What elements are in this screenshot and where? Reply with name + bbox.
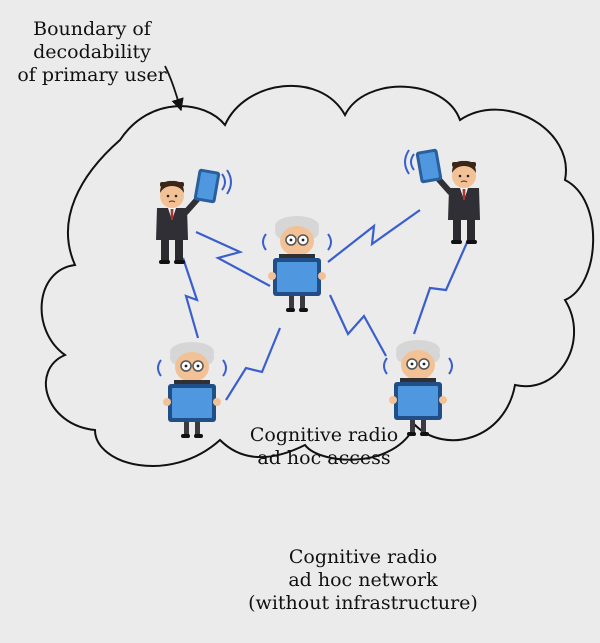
link-center-to-top-right <box>327 209 421 263</box>
boundary-label: Boundary of decodability of primary user <box>17 18 167 86</box>
user-center-icon <box>262 215 332 313</box>
ad-hoc-access-label: Cognitive radio ad hoc access <box>249 424 399 469</box>
user-bottom-right-icon <box>383 339 453 437</box>
link-top-right-to-bottom-right <box>412 237 471 335</box>
user-top-left-icon <box>156 168 231 264</box>
ad-hoc-network-label: Cognitive radio ad hoc network (without … <box>248 546 478 614</box>
link-center-to-bottom-left <box>225 327 282 401</box>
boundary-cloud <box>40 84 595 467</box>
link-top-left-to-bottom-left <box>181 257 200 339</box>
user-top-right-icon <box>405 148 480 244</box>
link-top-left-to-center <box>195 230 271 287</box>
link-center-to-bottom-right <box>329 294 387 357</box>
user-bottom-left-icon <box>157 341 227 439</box>
boundary-pointer-arrow <box>164 65 184 112</box>
